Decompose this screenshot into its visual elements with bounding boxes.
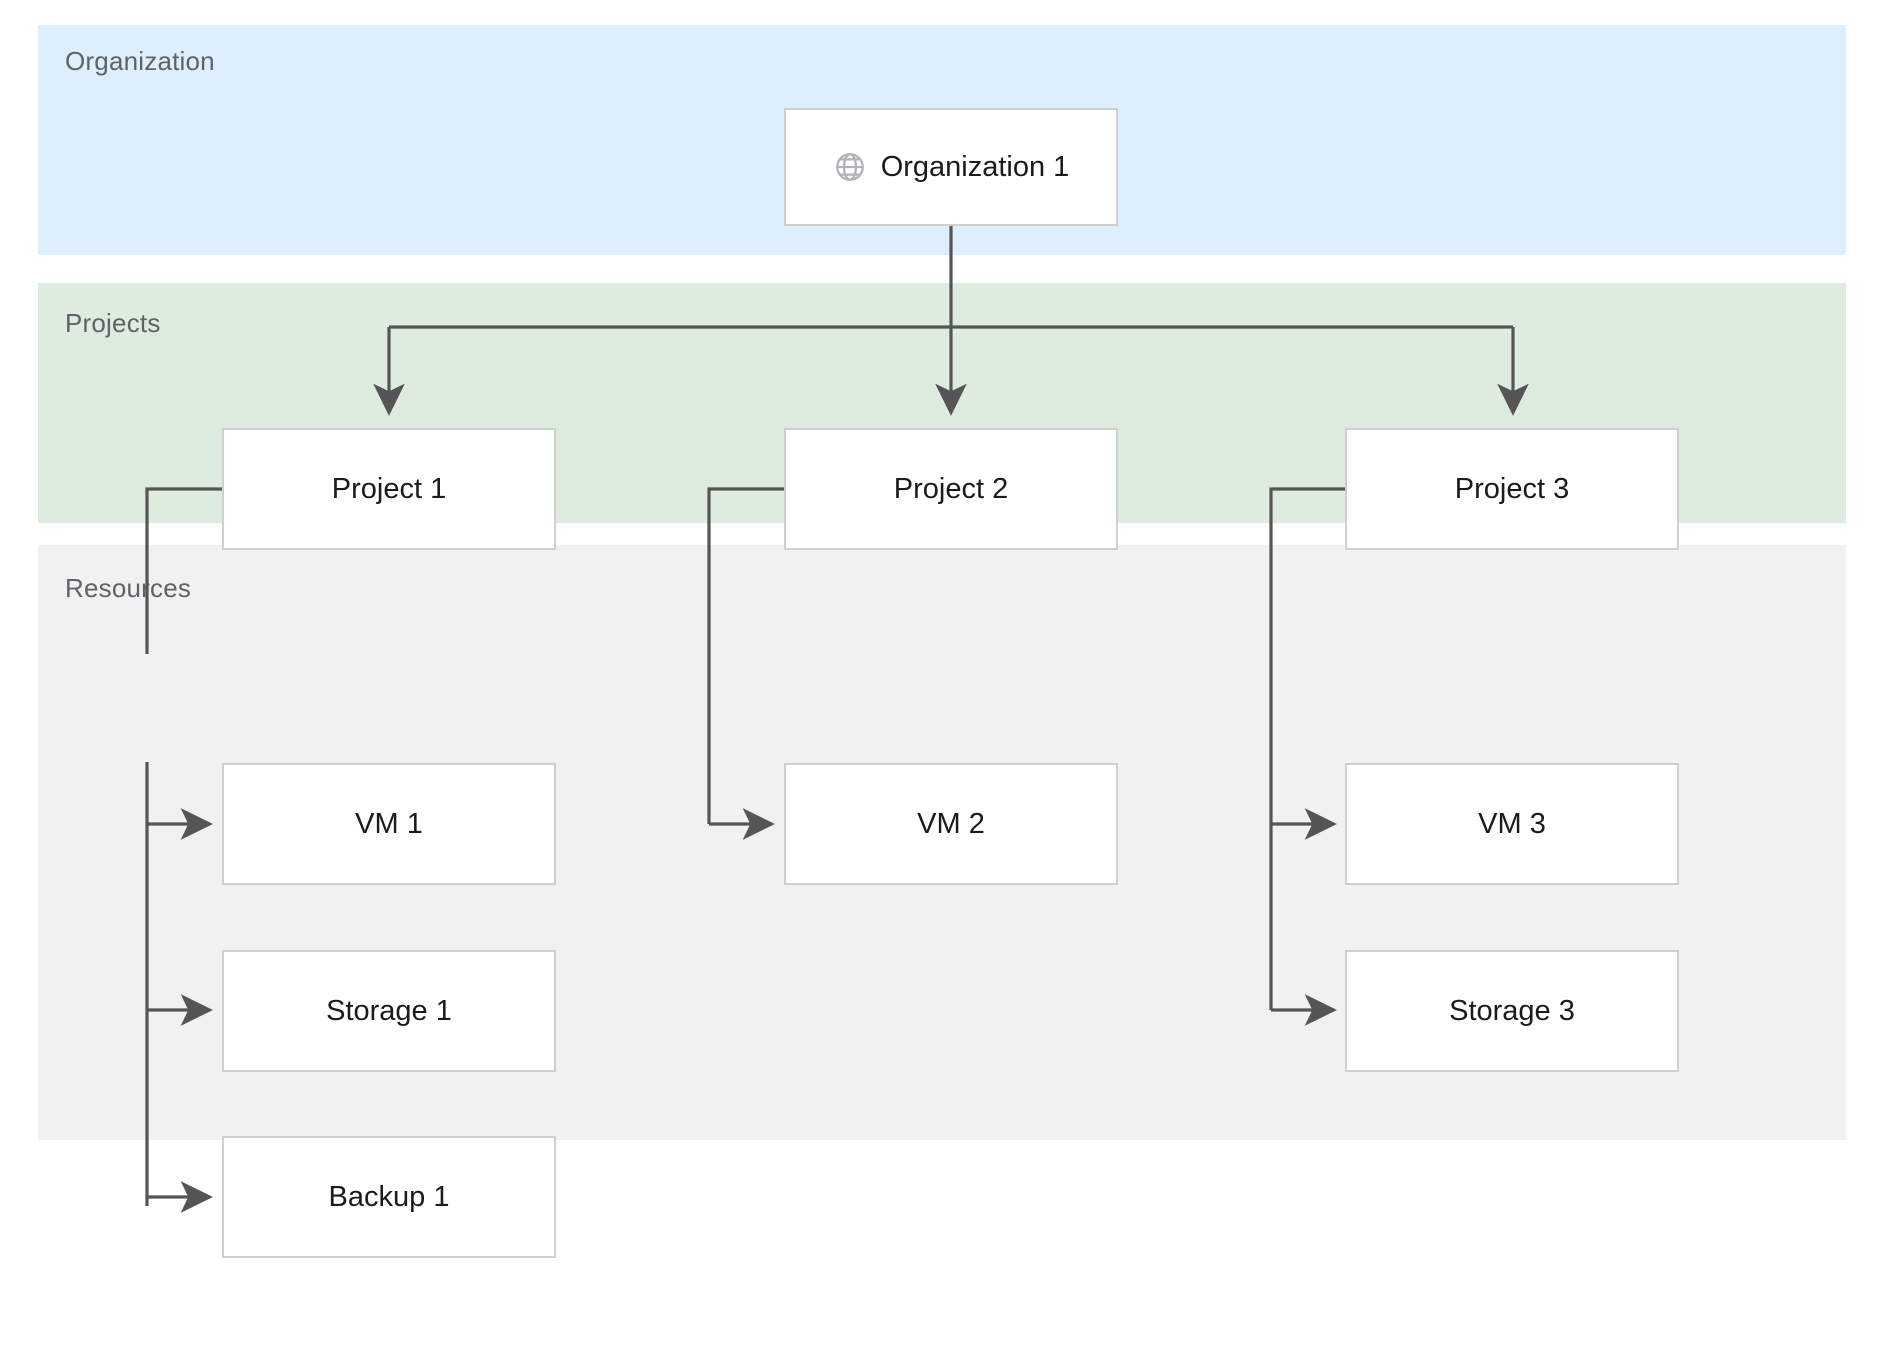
node-project-1[interactable]: Project 1 [222, 428, 556, 550]
node-label: VM 1 [355, 807, 423, 840]
node-label: Storage 1 [326, 994, 452, 1027]
node-label: VM 2 [917, 807, 985, 840]
node-label: Organization 1 [880, 150, 1070, 183]
node-storage-3[interactable]: Storage 3 [1345, 950, 1679, 1072]
node-label: Project 1 [331, 472, 447, 505]
node-vm-1[interactable]: VM 1 [222, 763, 556, 885]
node-backup-1[interactable]: Backup 1 [222, 1136, 556, 1258]
node-label: VM 3 [1478, 807, 1546, 840]
band-label-projects: Projects [65, 308, 161, 338]
node-vm-3[interactable]: VM 3 [1345, 763, 1679, 885]
node-project-2[interactable]: Project 2 [784, 428, 1118, 550]
node-project-3[interactable]: Project 3 [1345, 428, 1679, 550]
node-label: Project 3 [1454, 472, 1570, 505]
globe-icon [833, 150, 867, 184]
node-storage-1[interactable]: Storage 1 [222, 950, 556, 1072]
node-organization-1[interactable]: Organization 1 [784, 108, 1118, 226]
node-label: Backup 1 [328, 1180, 450, 1213]
node-vm-2[interactable]: VM 2 [784, 763, 1118, 885]
band-label-organization: Organization [65, 46, 215, 76]
band-label-resources: Resources [65, 573, 192, 603]
node-label: Project 2 [893, 472, 1009, 505]
node-label: Storage 3 [1449, 994, 1575, 1027]
